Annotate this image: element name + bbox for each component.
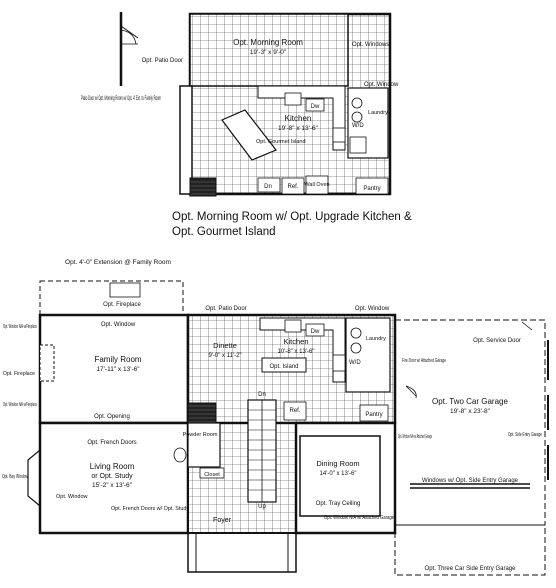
patio-door-detail (119, 12, 139, 86)
main-plan (27, 280, 549, 576)
window-na-left-bottom-label: Opt. Window N/A w/Fireplace (3, 402, 37, 408)
dn-label: Dn (258, 392, 266, 398)
dinette-dim: 9'-0" x 11'-2" (208, 353, 241, 359)
opening-label: Opt. Opening (94, 414, 130, 420)
pantry-label: Pantry (365, 412, 382, 418)
bay-window-label: Opt. Bay Window (2, 474, 28, 480)
extension-label: Opt. 4'-0" Extension @ Family Room (65, 259, 171, 266)
main-sink-icon (284, 319, 302, 333)
upper-dishwasher-icon (305, 98, 325, 112)
french-doors-study-label: Opt. French Doors w/ Opt. Study (111, 506, 189, 512)
foyer-label: Foyer (213, 517, 232, 524)
tray-ceiling-label: Opt. Tray Ceiling (316, 501, 361, 507)
upper-plan (179, 12, 392, 197)
living-room-alt-label: or Opt. Study (91, 473, 133, 480)
upper-windows-label: Opt. Windows (352, 42, 389, 48)
upper-window-label: Opt. Window (364, 82, 399, 88)
window-na-garage-label: Opt. Window N/A w/ Attached Garage (398, 434, 432, 440)
upper-refrigerator (281, 177, 305, 195)
side-entry-label: Opt. Side Entry Garage (508, 432, 542, 438)
living-room-dim: 15'-2" x 13'-6" (92, 482, 133, 489)
window-top-label: Opt. Window (355, 306, 390, 312)
fireplace-left-label: Opt. Fireplace (3, 371, 35, 377)
patio-door-label: Opt. Patio Door (205, 306, 246, 312)
main-laundry-room (345, 317, 391, 393)
living-room (38, 421, 190, 535)
upper-pantry-label: Pantry (363, 186, 380, 192)
detail-note-line1: Patio Door w/ Opt. Morning Room w/ Opt. … (81, 95, 161, 102)
toilet-icon (173, 447, 187, 463)
upper-laundry-label: Laundry (368, 110, 388, 116)
powder-room (187, 422, 221, 468)
main-pantry (359, 404, 389, 422)
upper-cooktop-icon (332, 127, 346, 143)
garage-dim: 19'-8" x 23'-8" (450, 408, 491, 415)
upper-ref-label: Ref. (287, 184, 298, 190)
up-label: Up (258, 504, 266, 510)
three-car-label: Opt. Three Car Side Entry Garage (425, 566, 517, 572)
upper-patio-door-label: Opt. Patio Door (142, 58, 183, 64)
upper-kitchen-label: Kitchen (285, 114, 312, 123)
kitchen-dim: 10'-8" x 13'-6" (278, 349, 315, 355)
upper-pantry (355, 177, 389, 195)
upper-sink-icon (284, 92, 302, 106)
fireplace-top-label: Opt. Fireplace (103, 302, 141, 308)
island-label: Opt. Island (269, 364, 298, 370)
dinette-label: Dinette (213, 341, 237, 350)
upper-morning-room-dim: 19'-3" x 9'-0" (250, 49, 287, 56)
fire-door-label: Fire Door w/ Attached Garage (402, 358, 446, 364)
dw-label: Dw (311, 329, 320, 335)
upper-gourmet-island (221, 109, 277, 161)
ref-label: Ref. (289, 408, 300, 414)
dining-room-label: Dining Room (316, 459, 359, 468)
garage-label: Opt. Two Car Garage (432, 397, 508, 406)
dining-room-dim: 14'-0" x 13'-6" (320, 471, 357, 477)
french-doors-label: Opt. French Doors (87, 440, 136, 446)
upper-fireplace-block (189, 177, 217, 197)
upper-kitchen-dim: 19'-8" x 13'-6" (278, 125, 319, 132)
caption-line-1: Opt. Morning Room w/ Opt. Upgrade Kitche… (172, 211, 412, 223)
bay-window-outline (27, 449, 41, 507)
main-cooktop-icon (332, 354, 346, 372)
family-room-dim: 17'-11" x 13'-6" (96, 366, 140, 373)
three-car-outline (394, 524, 546, 576)
upper-gourmet-island-label: Opt. Gourmet Island (256, 139, 306, 145)
kitchen-label: Kitchen (283, 337, 308, 346)
window-na-attached-label: Opt. Window N/A w/ Attached Garage (324, 515, 394, 521)
upper-dw-label: Dw (311, 104, 320, 110)
upper-wd-label: W/D (352, 123, 364, 129)
powder-room-label: Powder Room (183, 432, 218, 438)
main-refrigerator (283, 401, 307, 421)
plan-caption: Opt. Morning Room w/ Opt. Upgrade Kitche… (172, 210, 432, 240)
living-room-label: Living Room (90, 462, 135, 471)
upper-wall-oven-label: Wall Oven (304, 182, 329, 188)
upper-wall-oven (305, 175, 329, 195)
laundry-label: Laundry (366, 336, 386, 342)
main-fireplace-block (187, 402, 217, 424)
window-na-left-top-label: Opt. Window N/A w/Fireplace (3, 324, 37, 330)
closet-label: Closet (204, 472, 220, 478)
main-island (261, 357, 307, 373)
family-room-label: Family Room (94, 355, 141, 364)
front-porch (187, 533, 297, 573)
left-fireplace-outline (39, 344, 55, 382)
morning-room-area (189, 13, 349, 87)
tray-ceiling-outline (299, 435, 381, 517)
wd-label: W/D (349, 360, 361, 366)
main-dishwasher-icon (305, 323, 325, 337)
caption-line-2: Opt. Gourmet Island (172, 226, 276, 238)
service-door-label: Opt. Service Door (473, 338, 521, 344)
window-living-label: Opt. Window (56, 494, 88, 500)
upper-dn-label: Dn (264, 184, 272, 190)
window-family-label: Opt. Window (101, 322, 136, 328)
windows-side-entry-label: Windows w/ Opt. Side Entry Garage (422, 478, 519, 484)
closet (199, 467, 225, 479)
garage-outline (394, 319, 546, 526)
upper-morning-room-label: Opt. Morning Room (233, 38, 303, 47)
